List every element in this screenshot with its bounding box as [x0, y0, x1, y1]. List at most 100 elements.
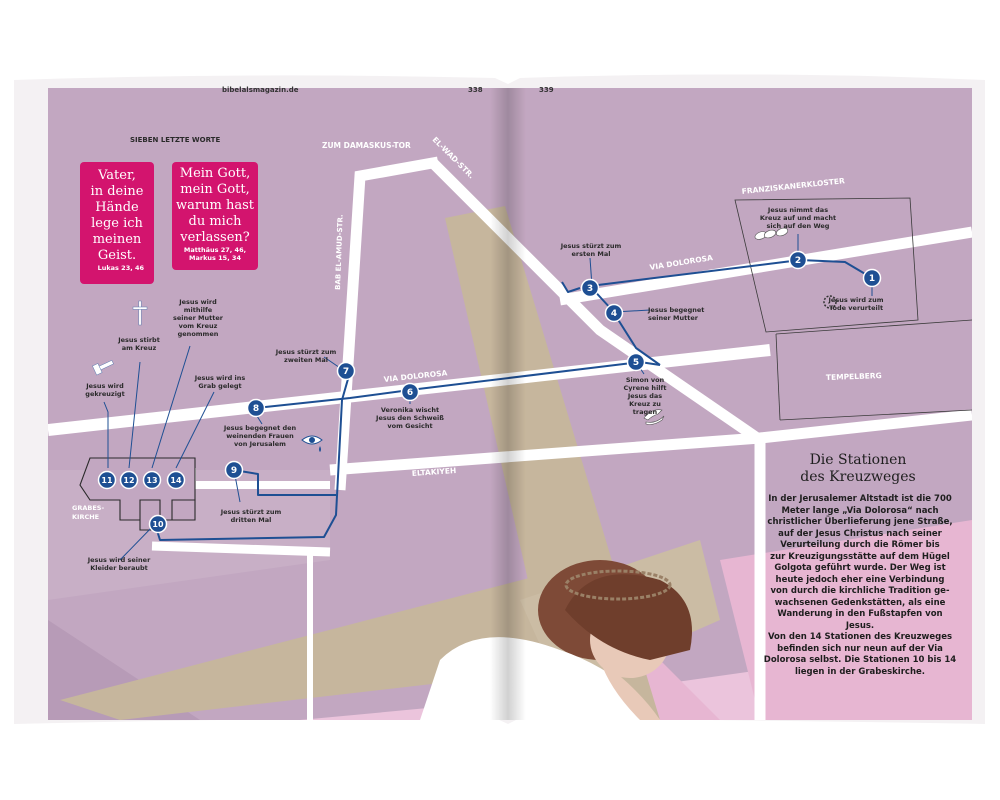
station-10[interactable]: 10	[148, 514, 168, 534]
caption-line: Simon von	[625, 376, 665, 384]
station-3[interactable]: 3	[580, 278, 600, 298]
quote-line: in deine	[90, 184, 144, 199]
article-line: christlicher Überlieferung jene Straße,	[767, 517, 953, 527]
caption-line: genommen	[177, 330, 219, 338]
caption-line: Jesus stürzt zum	[560, 242, 622, 250]
station-markers: 1 2 3 4 5 6 7 8 9 10 11 12 13 14	[97, 250, 882, 534]
station-number: 12	[123, 476, 134, 485]
quote-bubble-matthaeus: Mein Gott, mein Gott, warum hast du mich…	[172, 162, 258, 270]
caption-station-10: Jesus wird seiner Kleider beraubt	[82, 556, 156, 572]
station-number: 1	[869, 274, 875, 284]
station-number: 6	[407, 388, 413, 398]
caption-station-1: Jesus wird zum Tode verurteilt	[818, 296, 894, 312]
station-number: 14	[170, 476, 182, 485]
station-number: 5	[633, 358, 639, 368]
caption-line: Jesus wird zum	[828, 296, 884, 304]
article-line: In der Jerusalemer Altstadt ist die 700	[768, 494, 952, 504]
caption-station-12: Jesus stirbt am Kreuz	[116, 336, 162, 352]
caption-line: am Kreuz	[121, 344, 157, 352]
article-line: Golgota geführt wurde. Der Weg ist	[774, 563, 946, 573]
quote-line: warum hast	[176, 198, 254, 213]
quote-reference: Lukas 23, 46	[97, 264, 144, 272]
caption-station-8: Jesus begegnet den weinenden Frauen von …	[222, 424, 298, 448]
street-label-damaskus: ZUM DAMASKUS-TOR	[322, 141, 411, 150]
caption-line: sich auf den Weg	[766, 222, 830, 230]
article-title-line: Die Stationen	[809, 452, 907, 468]
caption-station-2: Jesus nimmt das Kreuz auf und macht sich…	[756, 206, 840, 230]
caption-line: Jesus wird	[86, 382, 124, 390]
jesus-illustration	[420, 560, 692, 720]
caption-station-11: Jesus wird gekreuzigt	[80, 382, 130, 398]
caption-line: vom Kreuz	[178, 322, 218, 330]
article-line: wachsenen Gedenkstätten, als eine	[774, 597, 946, 608]
station-6[interactable]: 6	[400, 382, 420, 402]
station-1[interactable]: 1	[862, 268, 882, 288]
caption-line: Jesus stürzt zum	[275, 348, 337, 356]
caption-station-3: Jesus stürzt zum ersten Mal	[556, 242, 626, 258]
caption-line: Jesus wird ins	[194, 374, 246, 382]
caption-station-5: Simon von Cyrene hilft Jesus das Kreuz z…	[620, 376, 670, 416]
caption-line: Veronika wischt	[380, 406, 440, 414]
quote-line: meinen	[92, 232, 142, 247]
caption-line: Jesus stirbt	[118, 336, 160, 344]
caption-line: Jesus wird	[179, 298, 217, 306]
caption-line: seiner Mutter	[648, 314, 698, 322]
station-8[interactable]: 8	[246, 398, 266, 418]
station-number: 8	[253, 404, 259, 414]
station-number: 4	[611, 309, 617, 319]
article-line: liegen in der Grabeskirche.	[794, 666, 926, 677]
article-body: In der Jerusalemer Altstadt ist die 700 …	[762, 494, 958, 678]
caption-line: Kleider beraubt	[90, 564, 148, 572]
quote-line: mein Gott,	[180, 182, 250, 197]
caption-line: gekreuzigt	[85, 390, 125, 398]
map-area	[48, 88, 972, 720]
caption-line: vom Gesicht	[387, 422, 433, 430]
article-line: Dolorosa selbst. Die Stationen 10 bis 14	[763, 655, 957, 665]
station-13[interactable]: 13	[142, 470, 162, 490]
station-7[interactable]: 7	[336, 361, 356, 381]
caption-station-9: Jesus stürzt zum dritten Mal	[218, 508, 284, 524]
street-label-eltakiyeh: ELTAKIYEH	[412, 466, 457, 478]
seven-words-heading: SIEBEN LETZTE WORTE	[130, 136, 221, 144]
station-4[interactable]: 4	[604, 303, 624, 323]
station-14[interactable]: 14	[166, 470, 186, 490]
station-11[interactable]: 11	[97, 470, 117, 490]
article-line: Von den 14 Stationen des Kreuzweges	[767, 632, 953, 642]
crying-eye-icon	[301, 435, 323, 452]
station-12[interactable]: 12	[119, 470, 139, 490]
station-2[interactable]: 2	[788, 250, 808, 270]
article-line: von durch die kirchliche Tradition ge-	[770, 586, 950, 596]
hammer-icon	[92, 359, 114, 376]
article-line: befinden sich nur neun auf der Via	[777, 643, 943, 654]
quote-line: Geist.	[97, 248, 137, 263]
franziskanerkloster-outline	[734, 197, 919, 333]
article-line: Wanderung in den Fußstapfen von Jesus.	[777, 609, 943, 631]
caption-line: seiner Mutter	[173, 314, 223, 322]
caption-line: Kreuz zu	[629, 400, 661, 408]
caption-station-7: Jesus stürzt zum zweiten Mal	[270, 348, 342, 364]
caption-station-14: Jesus wird ins Grab gelegt	[190, 374, 250, 390]
station-number: 9	[231, 466, 237, 476]
crown-of-thorns-icon	[823, 295, 837, 309]
caption-line: Jesus wird seiner	[87, 556, 151, 564]
quote-line: Mein Gott,	[179, 166, 251, 181]
station-5[interactable]: 5	[626, 352, 646, 372]
grabeskirche-label-line1: GRABES-	[72, 504, 104, 512]
caption-line: zweiten Mal	[284, 356, 328, 364]
helping-hands-icon	[643, 409, 665, 425]
station-9[interactable]: 9	[224, 460, 244, 480]
article-line: heute jedoch eher eine Verbindung	[775, 574, 945, 585]
caption-line: tragen	[632, 408, 658, 416]
caption-station-4: Jesus begegnet seiner Mutter	[648, 306, 708, 322]
station-number: 13	[146, 476, 157, 485]
station-number: 10	[152, 520, 164, 529]
article-title: Die Stationen des Kreuzweges	[778, 452, 938, 486]
quote-line: verlassen?	[180, 230, 250, 245]
website-url: bibelalsmagazin.de	[222, 86, 299, 94]
article-line: Meter lange „Via Dolorosa“ nach	[781, 505, 939, 516]
quote-line: Hände	[95, 200, 139, 215]
page-number-right: 339	[539, 86, 554, 94]
article-line: zur Kreuzigungsstätte auf dem Hügel	[770, 551, 950, 562]
station-number: 3	[587, 284, 593, 294]
